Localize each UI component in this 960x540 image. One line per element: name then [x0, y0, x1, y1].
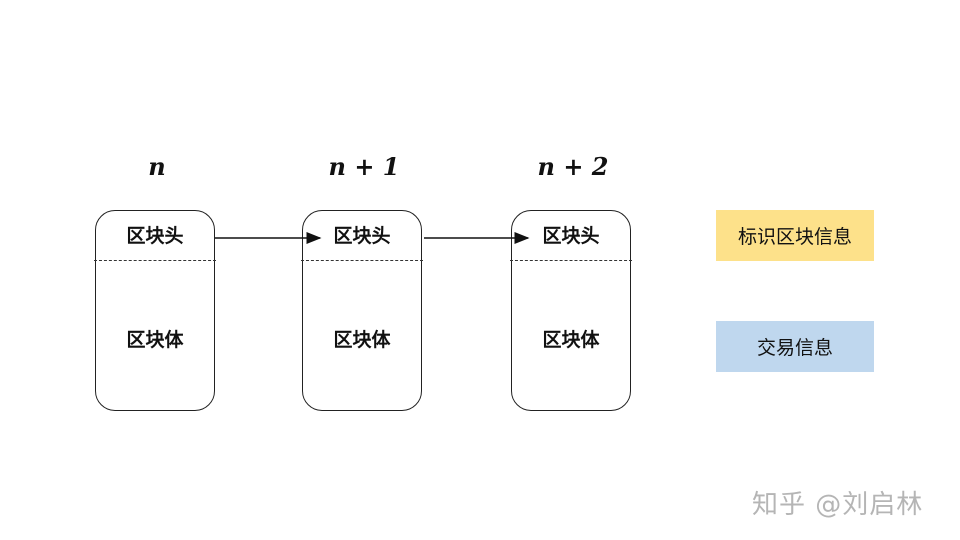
block-header-label: 区块头: [126, 225, 184, 247]
block-n-plus-1: 区块头 区块体: [301, 210, 423, 411]
block-header-label: 区块头: [542, 225, 600, 247]
legend-body-info: 交易信息: [716, 321, 874, 372]
block-body-label: 区块体: [333, 329, 391, 351]
block-divider: [510, 260, 632, 261]
block-divider: [94, 260, 216, 261]
block-divider: [301, 260, 423, 261]
block-header-label: 区块头: [333, 225, 391, 247]
block-index-n-plus-2: n + 2: [537, 152, 609, 181]
block-body-label: 区块体: [126, 329, 184, 351]
watermark: 知乎 @刘启林: [752, 490, 924, 520]
legend-header-info: 标识区块信息: [716, 210, 874, 261]
block-n: 区块头 区块体: [94, 210, 216, 411]
block-n-plus-2: 区块头 区块体: [510, 210, 632, 411]
block-body-label: 区块体: [542, 329, 600, 351]
block-index-n: n: [148, 152, 166, 181]
block-index-n-plus-1: n + 1: [328, 152, 400, 181]
